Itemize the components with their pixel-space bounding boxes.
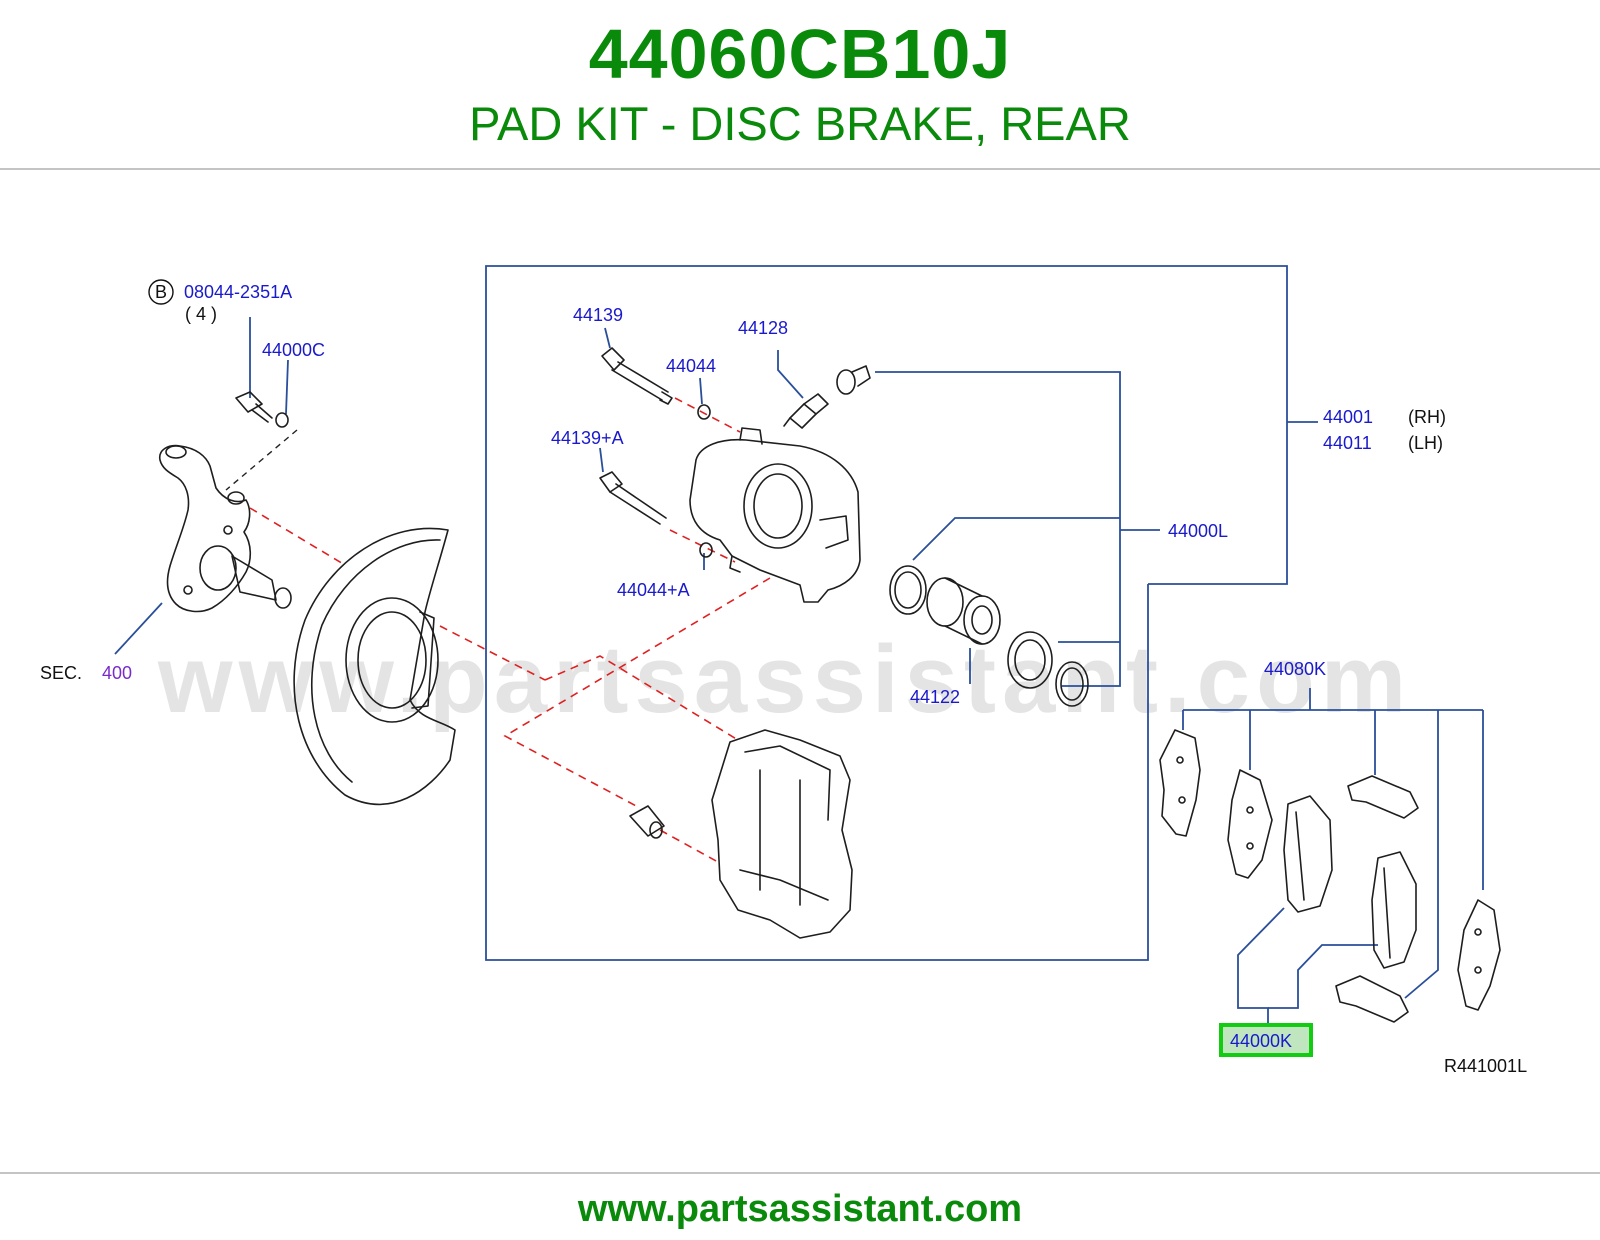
slide-pin-44139A [599,471,667,525]
sleeve-bushing [629,805,665,839]
side-rh: (RH) [1408,407,1446,427]
side-lh: (LH) [1408,433,1443,453]
steering-knuckle [158,444,292,613]
callout-44011[interactable]: 44011 [1323,433,1372,453]
bolt-08044 [235,391,273,423]
callout-44000C[interactable]: 44000C [262,340,325,360]
bolt-dashed-line [225,429,298,491]
piston-seal [889,565,927,615]
highlight-box [1219,1023,1313,1057]
washer-44000C [275,412,289,428]
callout-44000K[interactable]: 44000K [1230,1031,1292,1051]
callout-44139-a[interactable]: 44139+A [551,428,624,448]
piston-44122 [926,577,1001,645]
bleeder-valve-44128 [783,393,829,429]
bolt-quantity: ( 4 ) [185,304,217,324]
caliper-body [689,427,861,603]
pad-shim-inner-1 [1227,769,1273,879]
callout-44000L[interactable]: 44000L [1168,521,1228,541]
footer-divider [0,1172,1600,1174]
washer-44044A [699,542,713,558]
callout-44001[interactable]: 44001 [1323,407,1373,427]
bolt-marker: B [155,282,167,302]
pad-shim-outer-2 [1457,899,1501,1011]
callout-44080K[interactable]: 44080K [1264,659,1326,679]
callout-08044-2351A[interactable]: 08044-2351A [184,282,292,302]
washer-44044 [697,404,711,420]
callout-44128[interactable]: 44128 [738,318,788,338]
pad-clip-upper [1347,775,1419,819]
watermark: www.partsassistant.com [157,626,1412,733]
bolt-marker-circle [148,279,174,305]
section-prefix: SEC. [40,663,82,683]
leader-lines [114,265,1484,1028]
diagram-reference: R441001L [1444,1056,1527,1076]
footer-website[interactable]: www.partsassistant.com [577,1188,1023,1230]
dust-shield [293,527,456,806]
header-divider [0,168,1600,170]
pad-clip-lower [1335,975,1409,1023]
bleeder-cap [836,365,871,395]
caliper-bracket [711,729,853,939]
brake-pad-outer [1283,795,1333,913]
callout-44122[interactable]: 44122 [910,687,960,707]
callout-44139[interactable]: 44139 [573,305,623,325]
callout-sec-400[interactable]: 400 [102,663,132,683]
page-subtitle: PAD KIT - DISC BRAKE, REAR [469,97,1131,150]
slide-pin-44139 [601,347,673,405]
assembly-dashed-lines [249,397,771,863]
page-title: 44060CB10J [588,15,1012,93]
piston-boot [1007,631,1089,707]
callout-44044-a[interactable]: 44044+A [617,580,690,600]
pad-shim-outer-1 [1159,729,1201,837]
callout-labels: B 08044-2351A ( 4 ) 44000C SEC. 400 4413… [40,279,1527,1076]
callout-44044[interactable]: 44044 [666,356,716,376]
brake-pad-inner [1371,851,1417,969]
